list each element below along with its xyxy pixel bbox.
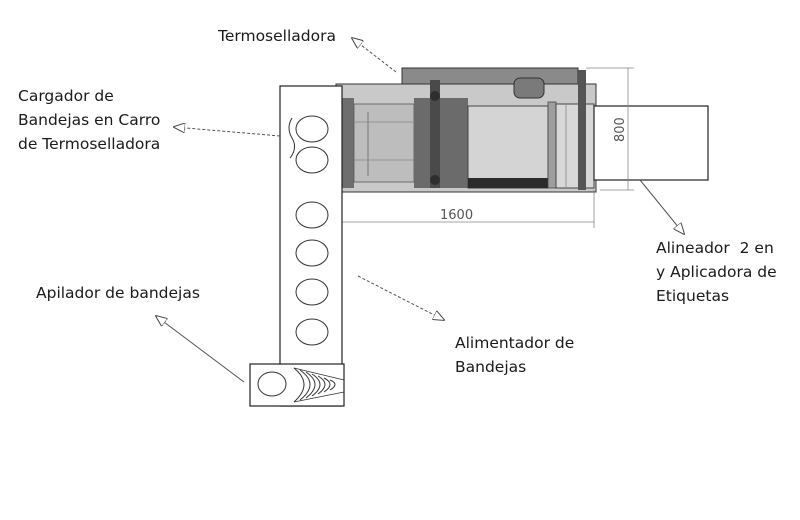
- dimension-length-text: 1600: [440, 208, 473, 223]
- arrow-alineador: [639, 179, 684, 234]
- tray-circle: [295, 115, 329, 143]
- tray-circle: [295, 146, 329, 174]
- arrow-alimentador: [357, 275, 444, 320]
- arrow-cargador: [174, 127, 281, 137]
- thermosealer-inlet-dark: [340, 98, 354, 188]
- thermosealer-outlet: [555, 103, 595, 189]
- label-alineador: Alineador 2 en y Aplicadora de Etiquetas: [656, 236, 777, 308]
- tray-circle: [295, 318, 329, 346]
- dimension-width-text: 800: [613, 117, 628, 142]
- tray-circle: [295, 239, 329, 267]
- callout-arrows: [156, 38, 684, 383]
- thermosealer-machine: [335, 67, 597, 193]
- label-apilador: Apilador de bandejas: [36, 284, 200, 302]
- thermosealer-sealing-head: [414, 98, 468, 188]
- thermosealer-outlet-post: [578, 70, 586, 190]
- tray-stacker: [249, 363, 345, 407]
- stacker-edge: [293, 391, 345, 403]
- tray-circle: [295, 201, 329, 229]
- dimension-lines: 1600 800: [341, 67, 634, 228]
- label-alimentador: Alimentador de Bandejas: [455, 331, 574, 379]
- label-termoselladora: Termoselladora: [218, 27, 336, 45]
- label-cargador-line: Bandejas en Carro: [18, 111, 161, 129]
- label-cargador-line: de Termoselladora: [18, 135, 161, 153]
- thermosealer-control-box: [467, 105, 549, 189]
- tray-break-mark: [288, 117, 296, 159]
- thermosealer-pivot: [430, 91, 440, 101]
- thermosealer-pivot: [430, 175, 440, 185]
- thermosealer-column: [430, 80, 440, 188]
- label-alimentador-line: Bandejas: [455, 358, 527, 376]
- thermosealer-motor: [513, 77, 545, 99]
- thermosealer-top-bar: [401, 67, 579, 87]
- thermosealer-control-strip: [468, 178, 548, 188]
- thermosealer-roller: [547, 101, 557, 189]
- label-alimentador-line: Alimentador de: [455, 334, 575, 352]
- arrow-apilador: [156, 316, 245, 383]
- label-alineador-line: Alineador 2 en: [656, 239, 774, 257]
- thermosealer-inlet-panel: [353, 103, 415, 183]
- label-cargador-line: Cargador de: [18, 87, 114, 105]
- tray-feeder: [279, 85, 343, 407]
- stacker-edge: [293, 367, 345, 381]
- stacker-tray-stack: [293, 367, 336, 403]
- tray-circle: [295, 278, 329, 306]
- label-cargador: Cargador de Bandejas en Carro de Termose…: [18, 84, 160, 156]
- label-alineador-line: y Aplicadora de: [656, 263, 777, 281]
- arrow-termoselladora: [352, 38, 397, 73]
- stacker-tray-circle: [257, 371, 287, 397]
- label-alineador-line: Etiquetas: [656, 287, 730, 305]
- label-applicator-box: [593, 105, 709, 181]
